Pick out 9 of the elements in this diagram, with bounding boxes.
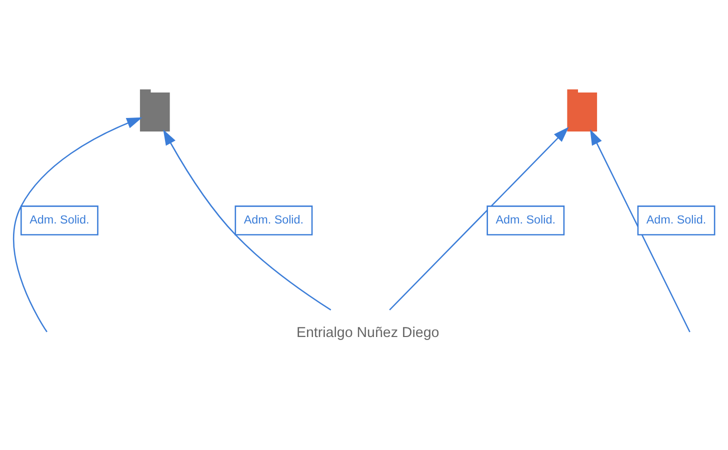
edge-label: Adm. Solid. bbox=[244, 213, 304, 226]
node-text: Entrialgo Nuñez Diego bbox=[296, 325, 440, 342]
arrow bbox=[163, 129, 332, 311]
arrow bbox=[13, 117, 142, 332]
edge-label: Adm. Solid. bbox=[30, 213, 90, 226]
edge-label: Adm. Solid. bbox=[496, 213, 556, 226]
arrow bbox=[389, 126, 569, 310]
edge-label: Adm. Solid. bbox=[646, 213, 706, 226]
arrow bbox=[590, 129, 690, 332]
